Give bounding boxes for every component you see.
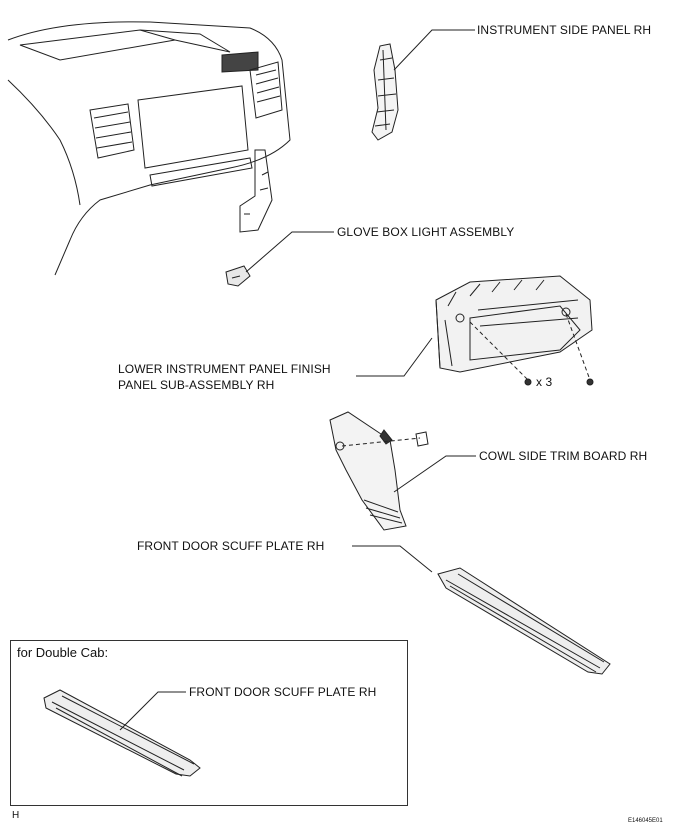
leader-inset-scuff-plate	[119, 691, 186, 731]
label-glove-box-light: GLOVE BOX LIGHT ASSEMBLY	[337, 225, 515, 239]
label-instrument-side-panel: INSTRUMENT SIDE PANEL RH	[477, 23, 652, 37]
inset-scuff-plate-illustration	[43, 689, 201, 777]
cowl-side-trim-illustration	[329, 411, 429, 531]
section-mark: H	[12, 810, 20, 821]
leader-glove-box-light	[245, 231, 334, 273]
label-lower-panel-line2: PANEL SUB-ASSEMBLY RH	[118, 378, 275, 392]
label-cowl-side-trim: COWL SIDE TRIM BOARD RH	[479, 449, 648, 463]
label-inset-scuff-plate: FRONT DOOR SCUFF PLATE RH	[189, 685, 377, 699]
figure-code: E146045E01	[628, 818, 663, 824]
leader-glove-box	[356, 337, 433, 377]
glove-box-illustration	[435, 275, 593, 373]
inset-title: for Double Cab:	[17, 645, 109, 660]
label-screw-count: x 3	[536, 375, 553, 389]
label-lower-panel-line1: LOWER INSTRUMENT PANEL FINISH	[118, 362, 331, 376]
dashboard-illustration	[7, 21, 291, 276]
leader-cowl-side-trim	[393, 455, 476, 493]
leader-instrument-side-panel	[393, 29, 475, 71]
glove-box-light-illustration	[225, 265, 251, 287]
label-front-door-scuff: FRONT DOOR SCUFF PLATE RH	[137, 539, 325, 553]
instrument-side-panel-illustration	[371, 43, 399, 141]
double-cab-inset: for Double Cab:	[10, 640, 408, 806]
screw-illustration	[469, 313, 594, 386]
leader-scuff-plate	[352, 545, 433, 573]
scuff-plate-illustration	[437, 567, 611, 675]
